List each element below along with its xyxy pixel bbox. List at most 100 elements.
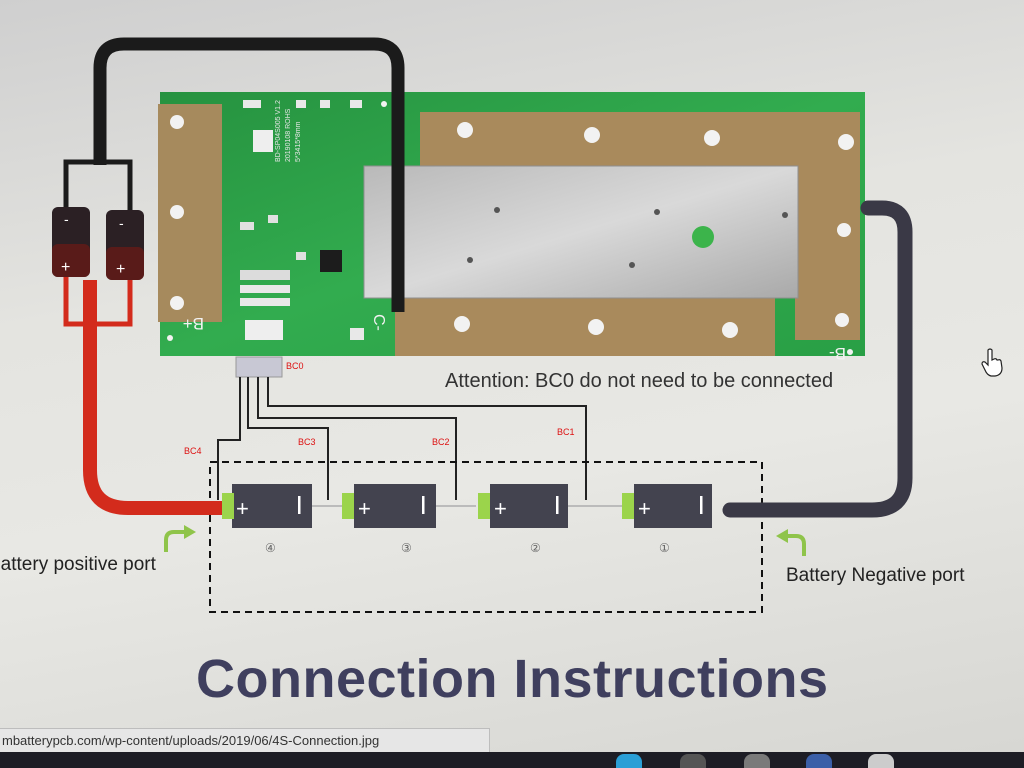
connector-minus: - <box>64 211 69 227</box>
taskbar-app-icon[interactable] <box>806 754 832 768</box>
pad-hole <box>588 319 604 335</box>
heatsink-screw <box>654 209 660 215</box>
mount-hole <box>167 335 173 341</box>
black-wire-split <box>63 159 133 210</box>
pad-hole <box>170 205 184 219</box>
heatsink-screw <box>467 257 473 263</box>
cell-1: + <box>622 484 712 528</box>
pad-hole <box>170 296 184 310</box>
cell-4-minus <box>298 496 301 514</box>
cell-3-tab <box>342 493 354 519</box>
connector-bottom <box>245 320 283 340</box>
cell-1-number: ① <box>659 541 670 555</box>
output-connector-left: - + <box>52 207 90 277</box>
b-plus-silk: B+ <box>183 314 204 333</box>
taskbar-app-icon[interactable] <box>744 754 770 768</box>
output-connector-right: - + <box>106 210 144 280</box>
top-copper-pad <box>420 112 860 167</box>
cell-2-plus: + <box>494 496 507 521</box>
component <box>268 215 278 223</box>
connector-plus: + <box>61 259 70 276</box>
bc4-wire <box>217 377 241 500</box>
cell-2-body <box>490 484 568 528</box>
heatsink-screw <box>782 212 788 218</box>
red-wire-loop <box>63 275 133 327</box>
pad-hole <box>454 316 470 332</box>
hand-cursor-icon <box>981 348 1003 377</box>
bc2-label: BC2 <box>432 437 450 447</box>
connector-red <box>52 244 90 277</box>
dims-silk: 5*3415*8mm <box>295 121 302 162</box>
taskbar-app-icon[interactable] <box>868 754 894 768</box>
connector-plus: + <box>116 261 125 278</box>
cell-3-number: ③ <box>401 541 412 555</box>
pad-hole <box>838 134 854 150</box>
battery-positive-wire <box>83 280 222 515</box>
attention-note: Attention: BC0 do not need to be connect… <box>445 370 834 392</box>
pad-hole <box>722 322 738 338</box>
model-silk: BD-SP04S005 V1.2 <box>275 100 282 162</box>
pad-hole <box>170 115 184 129</box>
component <box>240 270 290 280</box>
cell-4: + <box>222 484 312 528</box>
connector-top <box>253 130 273 152</box>
bc4-label: BC4 <box>184 446 202 456</box>
ic-chip <box>320 250 342 272</box>
b-minus-silk: B- <box>829 344 846 363</box>
taskbar <box>0 752 1024 768</box>
cell-2-minus <box>556 496 559 514</box>
cell-3: + <box>342 484 436 528</box>
positive-port-arrowhead <box>184 525 196 539</box>
cell-1-tab <box>622 493 634 519</box>
bc1-label: BC1 <box>557 427 575 437</box>
heatsink-plate <box>363 165 799 299</box>
bc0-label: BC0 <box>286 361 304 371</box>
cell-1-plus: + <box>638 496 651 521</box>
component <box>296 252 306 260</box>
component <box>240 298 290 306</box>
connector-red <box>106 247 144 280</box>
green-sticker <box>692 226 714 248</box>
heatsink-screw <box>629 262 635 268</box>
battery-negative-wire <box>722 200 913 518</box>
battery-pack-outline <box>209 461 763 613</box>
negative-port-arrow-icon <box>786 534 806 556</box>
cell-2-number: ② <box>530 541 541 555</box>
component <box>296 100 306 108</box>
pad-hole <box>457 122 473 138</box>
cell-2: + <box>478 484 568 528</box>
component <box>240 222 254 230</box>
component <box>350 328 364 340</box>
connector-minus: - <box>119 215 124 231</box>
pad-hole <box>835 313 849 327</box>
taskbar-app-icon[interactable] <box>680 754 706 768</box>
bc3-label: BC3 <box>298 437 316 447</box>
date-silk: 20190108 ROHS <box>285 108 292 162</box>
browser-status-url: mbatterypcb.com/wp-content/uploads/2019/… <box>0 728 490 752</box>
component <box>243 100 261 108</box>
cell-2-tab <box>478 493 490 519</box>
cell-3-minus <box>422 496 425 514</box>
balance-wires <box>217 377 587 500</box>
battery-negative-port-label: Battery Negative port <box>786 565 965 586</box>
pad-hole <box>584 127 600 143</box>
b-plus-pad <box>158 104 222 322</box>
bc2-wire <box>257 377 457 500</box>
page-title: Connection Instructions <box>196 649 829 709</box>
bms-board: B+ B- C- BD-SP04S005 V1.2 20190108 ROHS … <box>158 92 865 363</box>
cell-1-minus <box>700 496 703 514</box>
bc-connector <box>235 356 283 378</box>
cell-4-number: ④ <box>265 541 276 555</box>
taskbar-app-icon[interactable] <box>616 754 642 768</box>
bc1-wire <box>267 377 587 500</box>
cell-4-plus: + <box>236 496 249 521</box>
pad-hole <box>837 223 851 237</box>
cell-1-body <box>634 484 712 528</box>
black-wire-top <box>93 37 405 312</box>
component <box>350 100 362 108</box>
mount-hole <box>381 101 387 107</box>
bottom-copper-pad <box>395 298 775 356</box>
battery-positive-port-label: Battery positive port <box>0 554 156 575</box>
pad-hole <box>704 130 720 146</box>
